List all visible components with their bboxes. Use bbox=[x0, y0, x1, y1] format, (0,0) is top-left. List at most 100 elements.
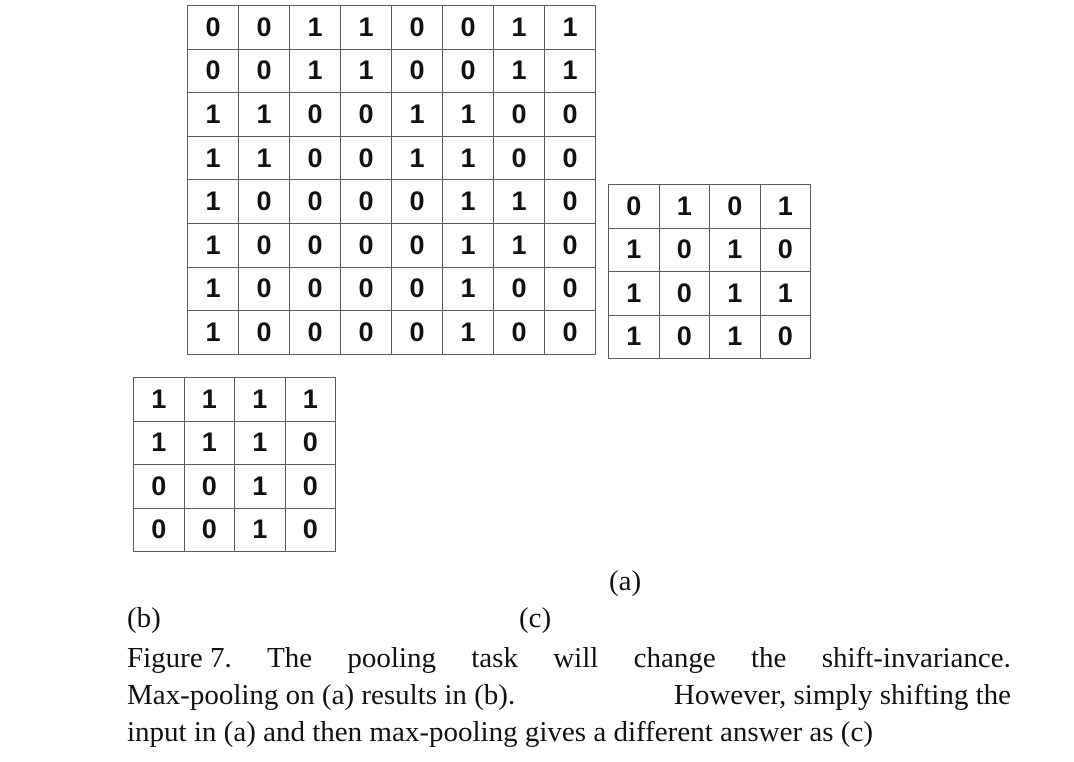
matrix-cell: 0 bbox=[340, 310, 392, 355]
matrix-cell: 0 bbox=[340, 222, 392, 268]
caption-line-2: Max-pooling on (a) results in (b). Howev… bbox=[127, 677, 1011, 713]
caption-word: Figure 7. bbox=[127, 642, 232, 674]
matrix-cell: 1 bbox=[493, 5, 545, 50]
caption-word: shift-invariance. bbox=[821, 642, 1011, 674]
matrix-cell: 1 bbox=[493, 48, 545, 94]
matrix-cell: 1 bbox=[238, 135, 290, 181]
matrix-cell: 0 bbox=[133, 464, 185, 509]
caption-word: the bbox=[751, 642, 787, 674]
matrix-cell: 1 bbox=[759, 184, 811, 229]
matrix-cell: 0 bbox=[658, 271, 710, 316]
label-b: (b) bbox=[127, 602, 161, 634]
matrix-cell: 1 bbox=[133, 377, 185, 422]
matrix-cell: 0 bbox=[289, 135, 341, 181]
matrix-cell: 1 bbox=[133, 420, 185, 465]
matrix-cell: 0 bbox=[238, 310, 290, 355]
caption-word: task bbox=[471, 642, 518, 674]
matrix-cell: 1 bbox=[238, 92, 290, 137]
matrix-cell: 1 bbox=[340, 48, 392, 94]
matrix-cell: 0 bbox=[183, 507, 235, 552]
matrix-cell: 0 bbox=[133, 507, 185, 552]
matrix-cell: 0 bbox=[391, 5, 443, 50]
matrix-cell: 1 bbox=[493, 222, 545, 268]
matrix-cell: 0 bbox=[544, 310, 596, 355]
caption-word: change bbox=[633, 642, 716, 674]
matrix-cell: 0 bbox=[289, 222, 341, 268]
matrix-cell: 1 bbox=[608, 271, 660, 316]
matrix-cell: 1 bbox=[391, 92, 443, 137]
caption-line-3: input in (a) and then max-pooling gives … bbox=[127, 716, 873, 748]
matrix-cell: 0 bbox=[340, 266, 392, 312]
matrix-cell: 0 bbox=[183, 464, 235, 509]
matrix-cell: 0 bbox=[544, 135, 596, 181]
matrix-cell: 1 bbox=[544, 48, 596, 94]
matrix-cell: 0 bbox=[187, 48, 239, 94]
matrix-cell: 1 bbox=[544, 5, 596, 50]
matrix-cell: 0 bbox=[759, 314, 811, 359]
matrix-cell: 1 bbox=[442, 310, 494, 355]
matrix-cell: 0 bbox=[284, 420, 336, 465]
matrix-cell: 1 bbox=[234, 464, 286, 509]
matrix-cell: 0 bbox=[544, 92, 596, 137]
matrix-cell: 1 bbox=[187, 92, 239, 137]
matrix-cell: 0 bbox=[238, 48, 290, 94]
matrix-cell: 0 bbox=[658, 314, 710, 359]
caption-word: The bbox=[266, 642, 313, 674]
matrix-cell: 0 bbox=[493, 135, 545, 181]
matrix-cell: 0 bbox=[238, 222, 290, 268]
matrix-cell: 0 bbox=[544, 266, 596, 312]
matrix-cell: 0 bbox=[608, 184, 660, 229]
matrix-cell: 1 bbox=[187, 222, 239, 268]
matrix-cell: 1 bbox=[187, 135, 239, 181]
matrix-cell: 1 bbox=[709, 227, 761, 272]
matrix-cell: 0 bbox=[289, 266, 341, 312]
matrix-cell: 0 bbox=[544, 222, 596, 268]
matrix-cell: 0 bbox=[658, 227, 710, 272]
matrix-cell: 0 bbox=[391, 222, 443, 268]
matrix-cell: 1 bbox=[709, 271, 761, 316]
caption-word: pooling bbox=[347, 642, 436, 674]
matrix-cell: 0 bbox=[493, 310, 545, 355]
matrix-cell: 1 bbox=[340, 5, 392, 50]
matrix-cell: 1 bbox=[187, 310, 239, 355]
matrix-cell: 0 bbox=[442, 48, 494, 94]
matrix-cell: 0 bbox=[340, 179, 392, 224]
caption-segment: However, simply shifting the bbox=[673, 679, 1011, 711]
matrix-cell: 1 bbox=[493, 179, 545, 224]
matrix-cell: 1 bbox=[187, 179, 239, 224]
matrix-cell: 0 bbox=[238, 179, 290, 224]
label-a: (a) bbox=[609, 565, 642, 597]
matrix-cell: 0 bbox=[289, 179, 341, 224]
matrix-cell: 0 bbox=[391, 266, 443, 312]
matrix-cell: 0 bbox=[289, 310, 341, 355]
matrix-cell: 0 bbox=[391, 179, 443, 224]
matrix-cell: 0 bbox=[544, 179, 596, 224]
caption-line-1: Figure 7. The pooling task will change t… bbox=[127, 640, 1011, 676]
matrix-cell: 0 bbox=[391, 48, 443, 94]
matrix-cell: 1 bbox=[234, 377, 286, 422]
matrix-cell: 1 bbox=[391, 135, 443, 181]
matrix-cell: 0 bbox=[493, 266, 545, 312]
matrix-cell: 0 bbox=[238, 5, 290, 50]
matrix-cell: 1 bbox=[183, 377, 235, 422]
matrix-cell: 1 bbox=[284, 377, 336, 422]
matrix-cell: 1 bbox=[608, 227, 660, 272]
matrix-cell: 1 bbox=[608, 314, 660, 359]
matrix-cell: 0 bbox=[238, 266, 290, 312]
caption-segment: Max-pooling on (a) results in (b). bbox=[127, 679, 516, 711]
